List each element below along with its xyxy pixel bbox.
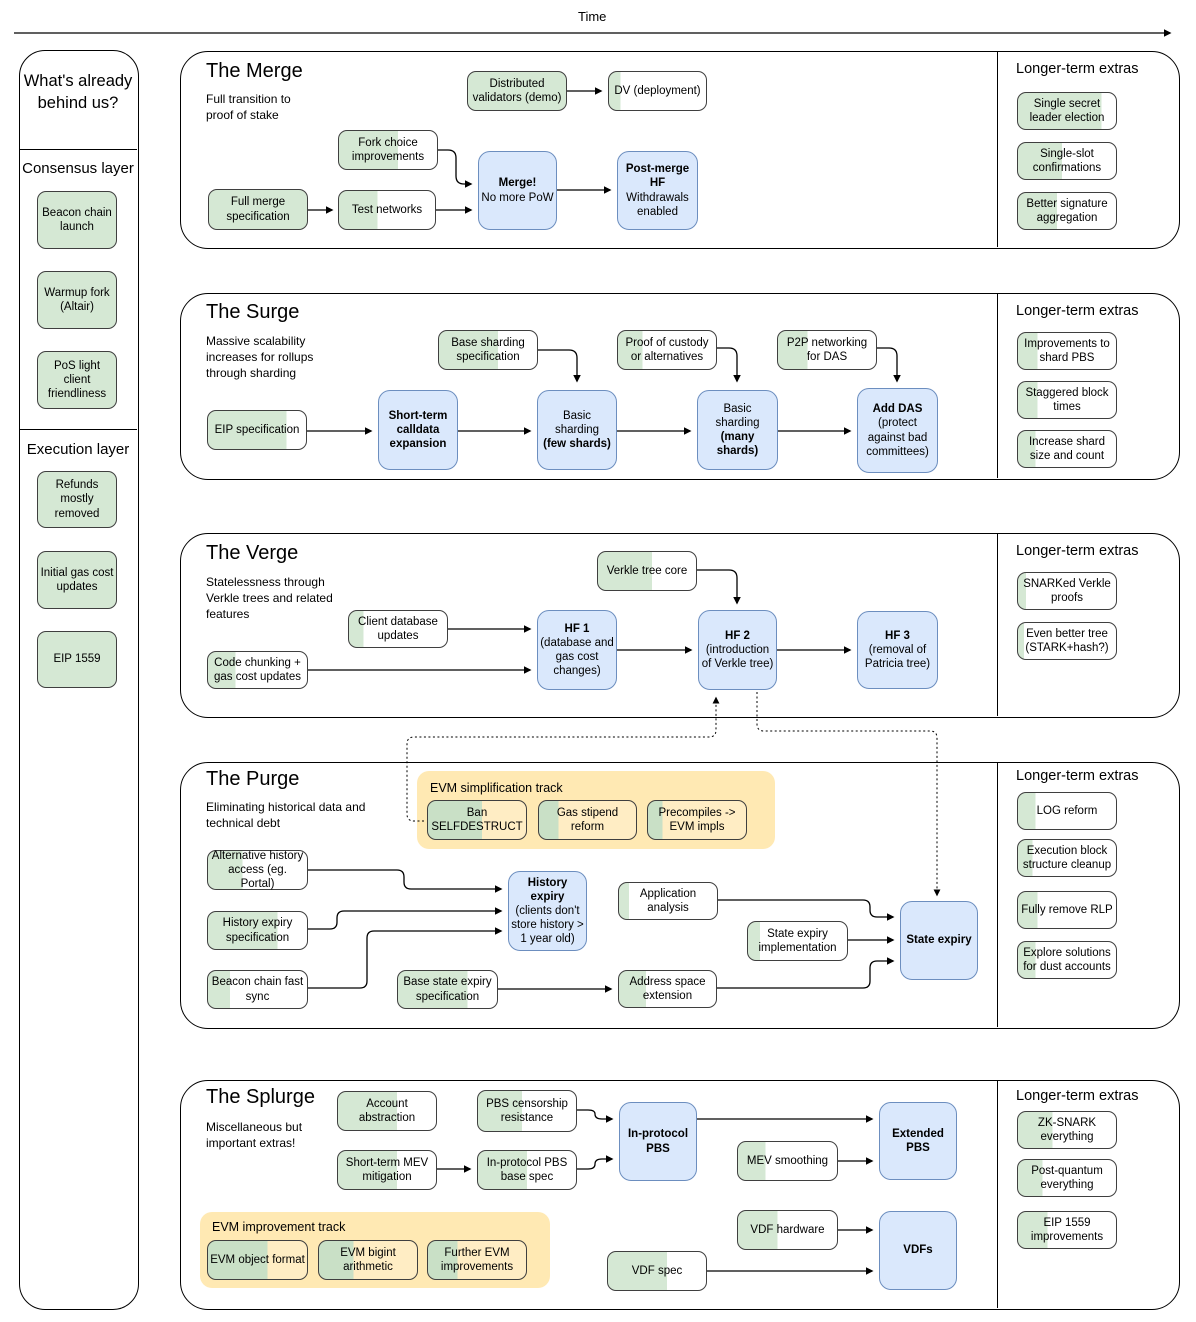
node-execution-block-cleanup: Execution block structure cleanup (1017, 839, 1117, 877)
node-vdf-hardware: VDF hardware (737, 1210, 838, 1250)
node-staggered-block-times: Staggered block times (1017, 381, 1117, 419)
node-p2p-networking-das: P2P networking for DAS (777, 330, 877, 370)
node-log-reform: LOG reform (1017, 792, 1117, 830)
splurge-title: The Splurge (206, 1086, 315, 1108)
node-eip-1559: EIP 1559 (37, 631, 117, 688)
merge-title: The Merge (206, 60, 303, 82)
node-client-database-updates: Client database updates (348, 610, 448, 648)
node-history-expiry-spec: History expiry specification (207, 911, 308, 950)
node-base-sharding-spec: Base sharding specification (438, 330, 538, 370)
node-explore-dust-accounts: Explore solutions for dust accounts (1017, 941, 1117, 979)
node-initial-gas-cost: Initial gas cost updates (37, 551, 117, 609)
node-short-term-mev-mitigation: Short-term MEV mitigation (337, 1150, 437, 1190)
node-base-state-expiry-spec: Base state expiry specification (397, 970, 498, 1009)
node-short-term-calldata-expansion: Short-term calldata expansion (378, 390, 458, 470)
purge-extras-divider (997, 762, 998, 1027)
node-code-chunking: Code chunking + gas cost updates (207, 651, 308, 689)
node-extended-pbs: Extended PBS (879, 1102, 957, 1180)
time-axis-label: Time (578, 9, 607, 24)
node-pos-light-client: PoS light client friendliness (37, 351, 117, 409)
node-eip-1559-improvements: EIP 1559 improvements (1017, 1211, 1117, 1249)
node-fork-choice-improvements: Fork choice improvements (338, 130, 438, 170)
node-vdf-spec: VDF spec (607, 1251, 707, 1291)
node-improvements-shard-pbs: Improvements to shard PBS (1017, 332, 1117, 370)
node-refunds-removed: Refunds mostly removed (37, 471, 117, 528)
sidebar-divider-1 (19, 149, 137, 150)
merge-extras-divider (997, 51, 998, 247)
node-post-quantum-everything: Post-quantum everything (1017, 1159, 1117, 1197)
surge-extras-title: Longer-term extras (1016, 303, 1139, 319)
node-dv-deployment: DV (deployment) (608, 71, 707, 111)
evm-improvement-track-label: EVM improvement track (212, 1220, 346, 1234)
sidebar-title: What's already behind us? (23, 72, 133, 113)
node-precompiles-evm-impls: Precompiles -> EVM impls (647, 800, 747, 840)
surge-extras-divider (997, 293, 998, 478)
surge-title: The Surge (206, 301, 300, 323)
node-in-protocol-pbs: In-protocol PBS (619, 1102, 697, 1181)
node-basic-sharding-many: Basic sharding(many shards) (697, 390, 778, 470)
verge-extras-title: Longer-term extras (1016, 543, 1139, 559)
node-proof-of-custody: Proof of custody or alternatives (617, 330, 717, 370)
sidebar-divider-2 (19, 429, 137, 430)
node-warmup-fork-altair: Warmup fork (Altair) (37, 271, 117, 329)
node-fully-remove-rlp: Fully remove RLP (1017, 891, 1117, 929)
node-beacon-chain-launch: Beacon chain launch (37, 191, 117, 249)
node-alternative-history-access: Alternative history access (eg. Portal) (207, 850, 308, 890)
merge-extras-title: Longer-term extras (1016, 61, 1139, 77)
node-test-networks: Test networks (338, 190, 436, 230)
node-hf2: HF 2(introduction of Verkle tree) (698, 610, 777, 690)
node-verkle-tree-core: Verkle tree core (597, 551, 697, 591)
node-mev-smoothing: MEV smoothing (737, 1141, 838, 1181)
node-vdfs: VDFs (879, 1211, 957, 1290)
sidebar-execution-heading: Execution layer (26, 441, 130, 458)
node-evm-object-format: EVM object format (207, 1240, 308, 1280)
sidebar-consensus-heading: Consensus layer (22, 160, 134, 177)
purge-extras-title: Longer-term extras (1016, 768, 1139, 784)
evm-simplification-track-label: EVM simplification track (430, 781, 563, 795)
node-add-das: Add DAS(protect against bad committees) (857, 388, 938, 473)
node-further-evm-improvements: Further EVM improvements (427, 1240, 527, 1280)
splurge-subtitle: Miscellaneous but important extras! (206, 1120, 303, 1150)
purge-title: The Purge (206, 768, 300, 790)
node-hf3: HF 3(removal of Patricia tree) (857, 611, 938, 689)
node-full-merge-specification: Full merge specification (208, 189, 308, 230)
node-state-expiry-implementation: State expiry implementation (747, 921, 848, 961)
node-better-signature-aggregation: Better signature aggregation (1017, 192, 1117, 230)
verge-extras-divider (997, 533, 998, 716)
splurge-extras-divider (997, 1080, 998, 1308)
verge-subtitle: Statelessness through Verkle trees and r… (206, 575, 333, 621)
node-eip-specification: EIP specification (207, 410, 307, 450)
node-merge: Merge!No more PoW (478, 151, 557, 230)
node-account-abstraction: Account abstraction (337, 1091, 437, 1131)
node-hf1: HF 1(database and gas cost changes) (537, 610, 617, 690)
splurge-extras-title: Longer-term extras (1016, 1088, 1139, 1104)
surge-subtitle: Massive scalability increases for rollup… (206, 334, 314, 380)
section-the-surge (180, 293, 1180, 480)
verge-title: The Verge (206, 542, 299, 564)
node-address-space-extension: Address space extension (618, 970, 717, 1008)
node-beacon-chain-fast-sync: Beacon chain fast sync (207, 970, 308, 1009)
node-basic-sharding-few: Basic sharding(few shards) (537, 390, 617, 470)
node-snarked-verkle-proofs: SNARKed Verkle proofs (1017, 572, 1117, 610)
node-even-better-tree: Even better tree (STARK+hash?) (1017, 622, 1117, 660)
node-gas-stipend-reform: Gas stipend reform (538, 800, 637, 840)
node-in-protocol-pbs-base-spec: In-protocol PBS base spec (477, 1150, 577, 1190)
node-state-expiry: State expiry (900, 901, 978, 980)
node-pbs-censorship-resistance: PBS censorship resistance (477, 1090, 577, 1132)
node-ban-selfdestruct: Ban SELFDESTRUCT (427, 800, 527, 840)
node-evm-bigint-arithmetic: EVM bigint arithmetic (318, 1240, 418, 1280)
purge-subtitle: Eliminating historical data and technica… (206, 800, 366, 830)
node-single-secret-leader-election: Single secret leader election (1017, 92, 1117, 130)
node-single-slot-confirmations: Single-slot confirmations (1017, 142, 1117, 180)
node-history-expiry: History expiry(clients don't store histo… (508, 871, 587, 951)
node-increase-shard-size: Increase shard size and count (1017, 430, 1117, 468)
node-distributed-validators-demo: Distributed validators (demo) (467, 71, 567, 111)
node-application-analysis: Application analysis (618, 882, 718, 920)
merge-subtitle: Full transition to proof of stake (206, 92, 291, 122)
node-zk-snark-everything: ZK-SNARK everything (1017, 1111, 1117, 1149)
